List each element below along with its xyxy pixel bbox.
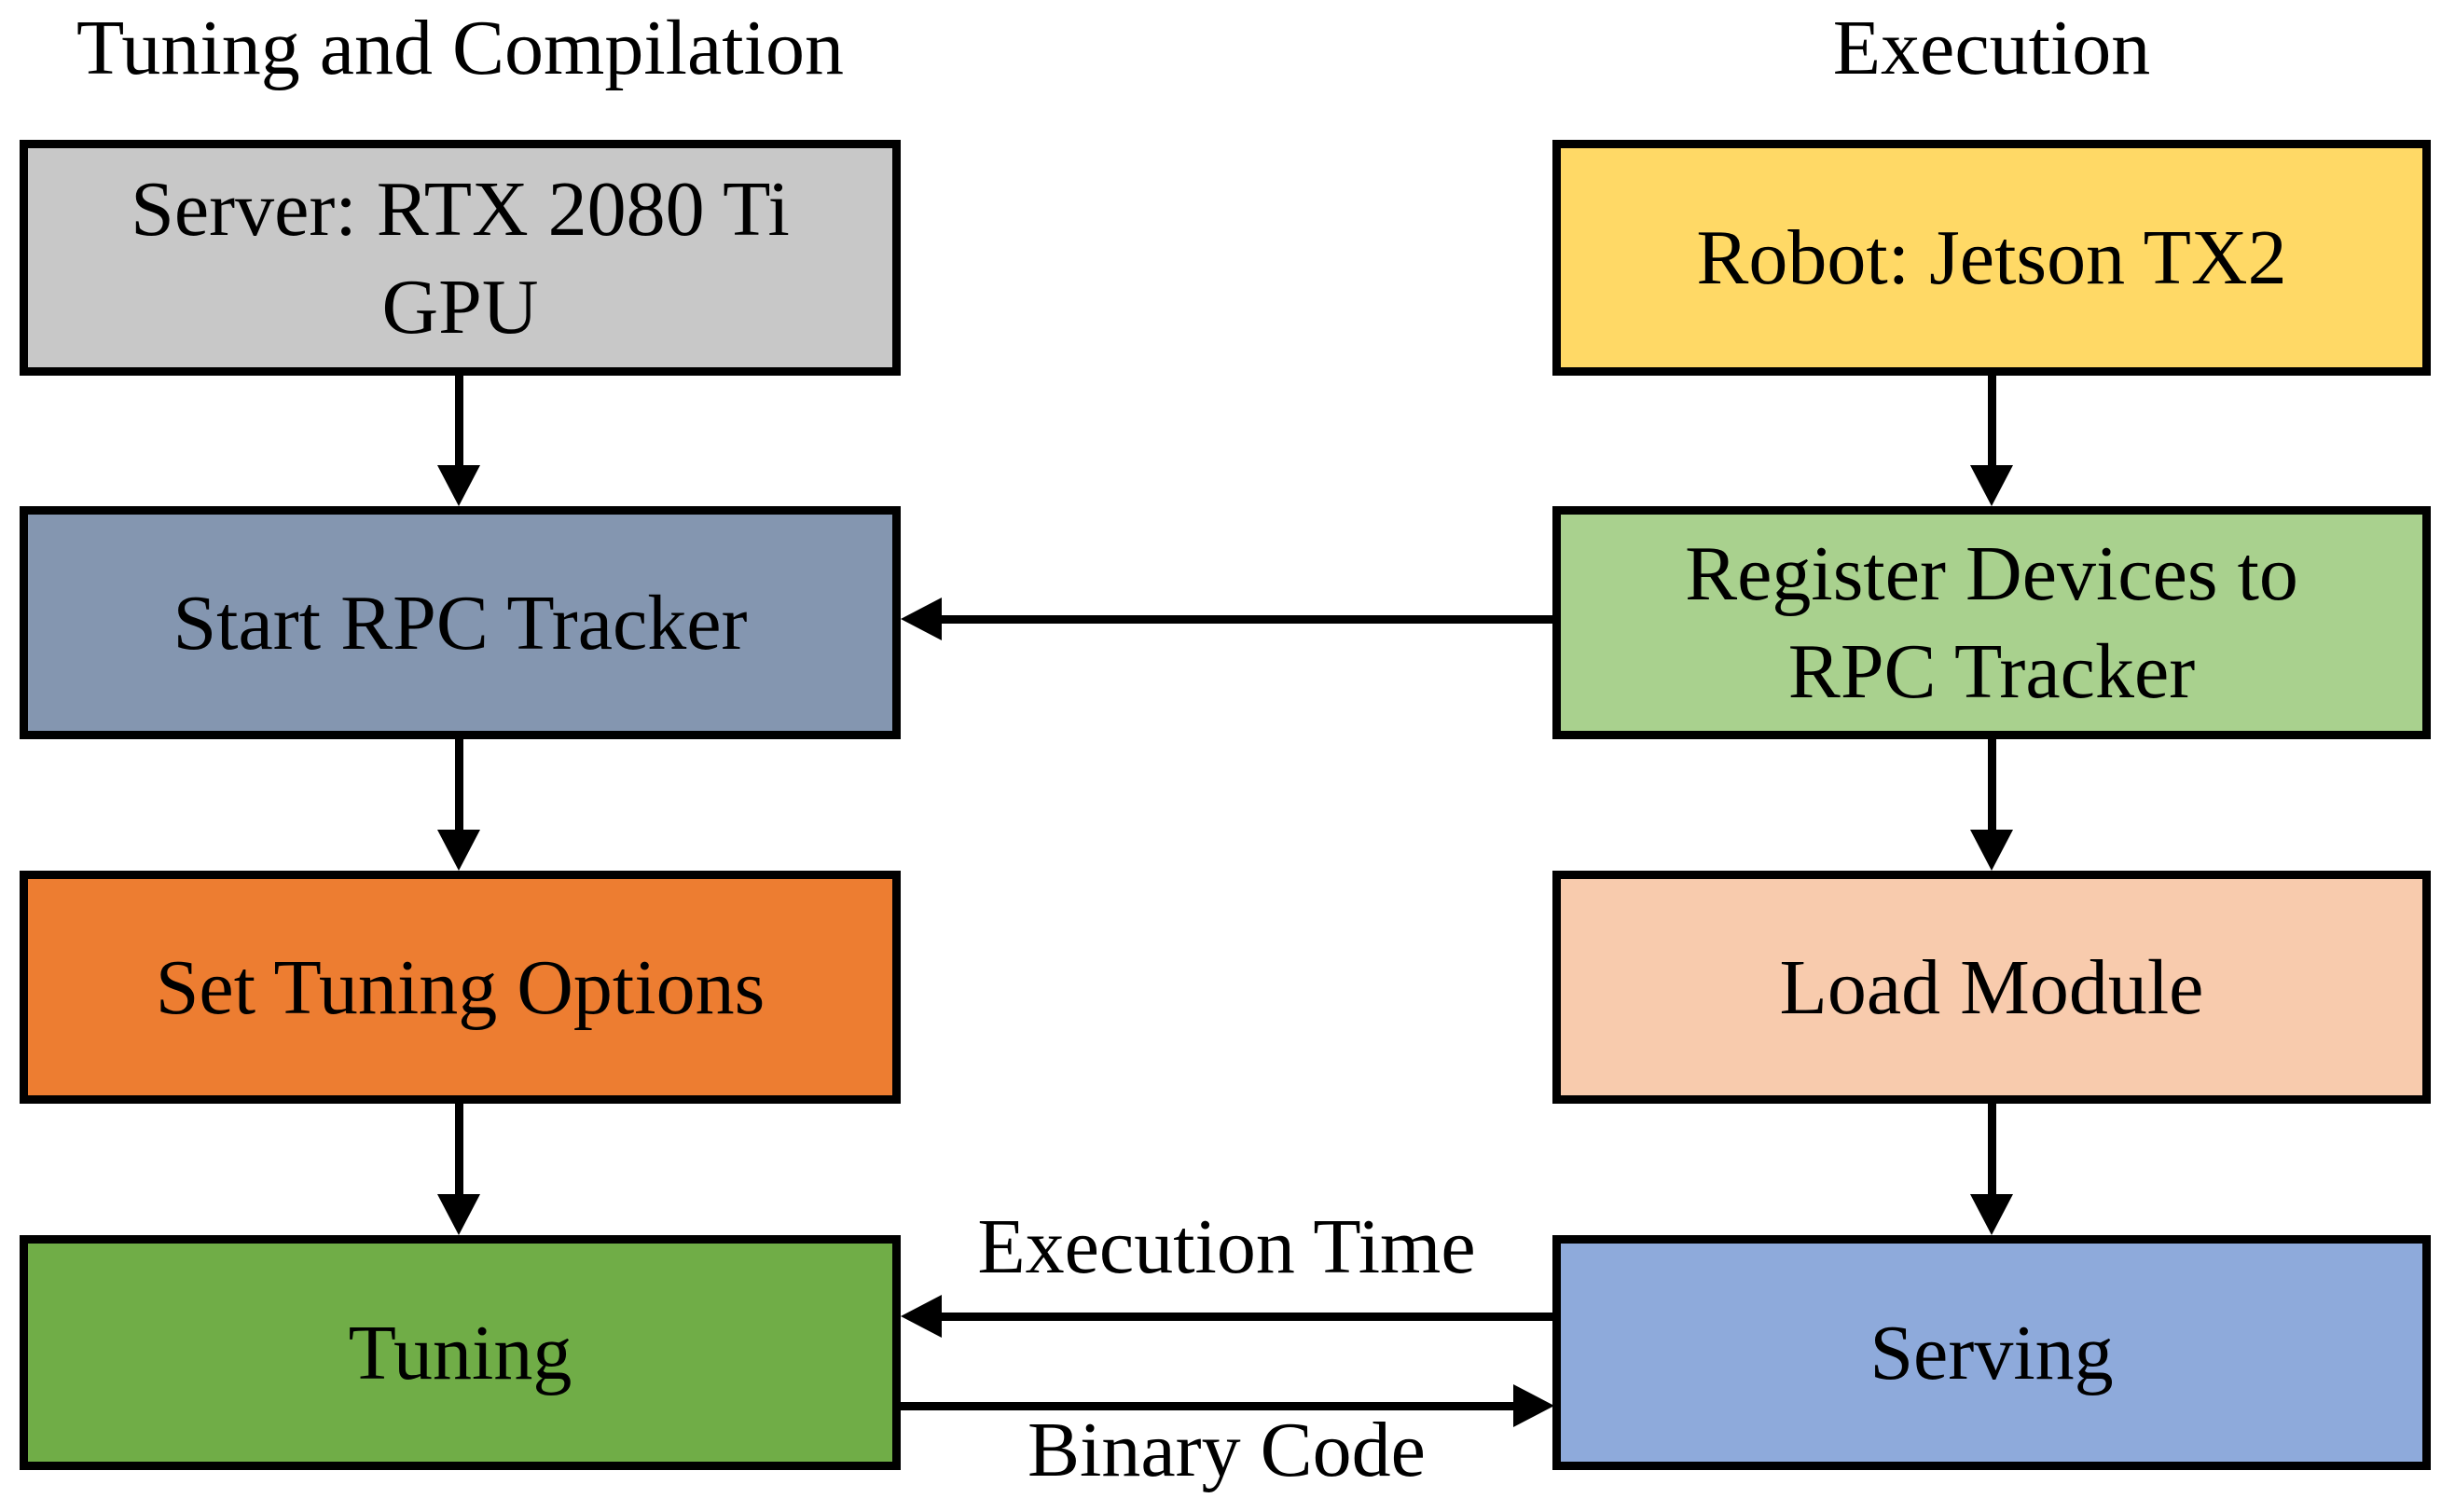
arrow-line [939,615,1552,624]
node-start-rpc-tracker: Start RPC Tracker [20,506,901,739]
column-title-tuning-and-compilation: Tuning and Compilation [76,5,844,91]
node-register-devices: Register Devices to RPC Tracker [1552,506,2431,739]
node-server-gpu-label: Server: RTX 2080 Ti GPU [131,165,790,351]
arrow-line [455,739,463,836]
arrow-down-icon [1970,830,2013,871]
node-set-tuning-options: Set Tuning Options [20,871,901,1104]
arrow-line [455,376,463,471]
node-load-module-label: Load Module [1779,943,2204,1031]
node-serving-label: Serving [1869,1309,2114,1396]
node-tuning: Tuning [20,1235,901,1470]
arrow-line [1988,376,1996,471]
arrow-left-icon [901,1295,942,1338]
arrow-down-icon [437,830,480,871]
node-tuning-label: Tuning [348,1309,572,1396]
node-robot-jetson-tx2-label: Robot: Jetson TX2 [1696,214,2287,301]
arrow-down-icon [1970,1194,2013,1235]
node-serving: Serving [1552,1235,2431,1470]
arrow-line [1988,739,1996,836]
node-robot-jetson-tx2: Robot: Jetson TX2 [1552,140,2431,376]
arrow-down-icon [437,465,480,506]
label-execution-time: Execution Time [977,1203,1476,1290]
node-start-rpc-tracker-label: Start RPC Tracker [172,579,748,667]
column-title-execution: Execution [1832,5,2151,91]
arrow-down-icon [437,1194,480,1235]
arrow-line [1988,1104,1996,1201]
node-register-devices-label: Register Devices to RPC Tracker [1685,530,2298,715]
label-binary-code: Binary Code [1028,1407,1426,1493]
arrow-left-icon [901,598,942,640]
arrow-line [901,1402,1513,1410]
arrow-line [939,1313,1552,1321]
arrow-down-icon [1970,465,2013,506]
node-server-gpu: Server: RTX 2080 Ti GPU [20,140,901,376]
arrow-line [455,1104,463,1201]
node-load-module: Load Module [1552,871,2431,1104]
node-set-tuning-options-label: Set Tuning Options [155,943,765,1031]
arrow-right-icon [1513,1384,1554,1427]
